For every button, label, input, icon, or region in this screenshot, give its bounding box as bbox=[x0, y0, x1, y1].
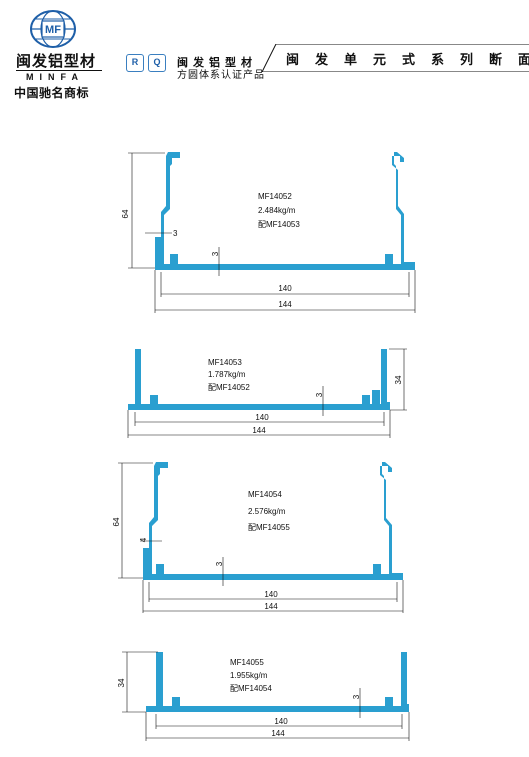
profile-weight: 2.484kg/m bbox=[258, 206, 296, 215]
brand-emblem-text: MF bbox=[45, 24, 61, 36]
profile-lug bbox=[385, 697, 393, 706]
dim-base: 3 bbox=[215, 561, 224, 566]
profile-pair: 配MF14055 bbox=[248, 523, 290, 532]
dim-outer: 144 bbox=[278, 300, 292, 309]
dim-inner: 140 bbox=[264, 590, 278, 599]
cert-q-icon: Q bbox=[148, 54, 166, 72]
brand-latin: MINFA bbox=[26, 72, 84, 82]
dim-height: 64 bbox=[112, 517, 121, 526]
brand-name: 闽发铝型材 bbox=[16, 52, 97, 70]
dim-inner: 140 bbox=[278, 284, 292, 293]
profile-pair: 配MF14054 bbox=[230, 684, 272, 693]
profile-mf14053: 34 3 140 144 MF14053 1.787kg/m 配MF14052 bbox=[127, 348, 407, 438]
dim-base: 3 bbox=[315, 392, 324, 397]
profile-shape bbox=[143, 462, 403, 580]
profile-lug bbox=[156, 564, 164, 574]
profile-weight: 1.787kg/m bbox=[208, 370, 246, 379]
dim-base: 3 bbox=[211, 251, 220, 256]
profile-pair: 配MF14053 bbox=[258, 220, 300, 229]
cert-r-icon: R bbox=[126, 54, 144, 72]
profile-shape bbox=[128, 349, 390, 410]
dim-inner: 140 bbox=[274, 717, 288, 726]
profile-lug bbox=[362, 395, 370, 404]
dim-outer: 144 bbox=[252, 426, 266, 435]
page-header: MF 闽发铝型材 MINFA 中国驰名商标 R Q 闽发铝型材 方圆体系认证产品… bbox=[0, 0, 529, 110]
dim-outer: 144 bbox=[264, 602, 278, 611]
brand-emblem-icon: MF bbox=[30, 10, 76, 48]
profile-mf14055: 34 3 140 144 MF14055 1.955kg/m 配MF14054 bbox=[117, 651, 410, 741]
profile-flange bbox=[155, 237, 161, 270]
profile-lug bbox=[385, 254, 393, 264]
profile-lug bbox=[373, 564, 381, 574]
profile-lug bbox=[372, 390, 380, 404]
profile-code: MF14055 bbox=[230, 658, 264, 667]
profile-lug bbox=[172, 697, 180, 706]
profile-pair: 配MF14052 bbox=[208, 383, 250, 392]
dim-wall: 4 bbox=[139, 537, 148, 542]
profile-code: MF14054 bbox=[248, 490, 282, 499]
dim-wall: 3 bbox=[173, 229, 178, 238]
dim-height: 64 bbox=[121, 209, 130, 218]
profile-weight: 1.955kg/m bbox=[230, 671, 268, 680]
profile-weight: 2.576kg/m bbox=[248, 507, 286, 516]
profile-code: MF14053 bbox=[208, 358, 242, 367]
brand-divider bbox=[16, 70, 102, 71]
profile-mf14054: 64 4 3 140 144 MF14054 2.576kg/m 配MF1405… bbox=[112, 462, 404, 613]
brand-subtitle: 中国驰名商标 bbox=[14, 86, 90, 100]
dim-height: 34 bbox=[117, 678, 126, 687]
cert-caption: 方圆体系认证产品 bbox=[177, 70, 265, 81]
dim-inner: 140 bbox=[255, 413, 269, 422]
profile-flange bbox=[143, 548, 149, 580]
title-band bbox=[262, 44, 529, 72]
dim-base: 3 bbox=[352, 694, 361, 699]
profile-shape bbox=[146, 652, 409, 712]
dim-outer: 144 bbox=[271, 729, 285, 738]
cert-brand: 闽发铝型材 bbox=[177, 56, 257, 69]
profile-lug bbox=[170, 254, 178, 264]
series-title: 闽发单元式系列断面 bbox=[286, 53, 529, 68]
profile-lug bbox=[150, 395, 158, 404]
dim-height: 34 bbox=[394, 375, 403, 384]
profile-code: MF14052 bbox=[258, 192, 292, 201]
profile-mf14052: 64 3 3 140 144 MF14052 2.484kg/m 配MF1405… bbox=[121, 152, 416, 313]
